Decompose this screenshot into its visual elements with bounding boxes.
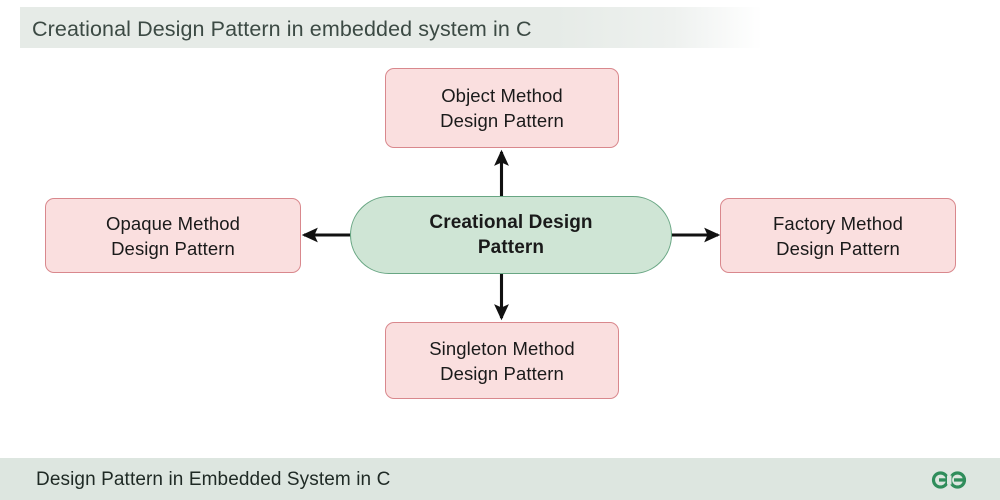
header-band xyxy=(20,7,762,48)
node-creational-design-pattern-line2: Pattern xyxy=(477,237,545,258)
node-singleton-method-line1: Singleton Method xyxy=(429,337,575,359)
node-object-method-line2: Design Pattern xyxy=(440,110,564,131)
geeksforgeeks-logo xyxy=(931,471,967,489)
node-factory-method-line1: Factory Method xyxy=(773,212,903,234)
node-object-method-line1: Object Method xyxy=(441,85,563,106)
node-object-method[interactable]: Object Method Design Pattern xyxy=(385,68,619,148)
node-opaque-method-line2: Design Pattern xyxy=(111,237,235,259)
page-title: Creational Design Pattern in embedded sy… xyxy=(32,17,532,41)
node-creational-design-pattern-line1: Creational Design xyxy=(429,212,593,233)
node-creational-design-pattern[interactable]: Creational Design Pattern xyxy=(350,196,672,274)
footer-band xyxy=(0,458,1000,500)
node-factory-method-line2: Design Pattern xyxy=(776,237,900,259)
footer-title: Design Pattern in Embedded System in C xyxy=(36,469,391,490)
node-opaque-method[interactable]: Opaque Method Design Pattern xyxy=(45,198,301,273)
node-opaque-method-line1: Opaque Method xyxy=(106,212,240,234)
node-singleton-method[interactable]: Singleton Method Design Pattern xyxy=(385,322,619,399)
node-singleton-method-line2: Design Pattern xyxy=(440,362,564,384)
node-factory-method[interactable]: Factory Method Design Pattern xyxy=(720,198,956,273)
